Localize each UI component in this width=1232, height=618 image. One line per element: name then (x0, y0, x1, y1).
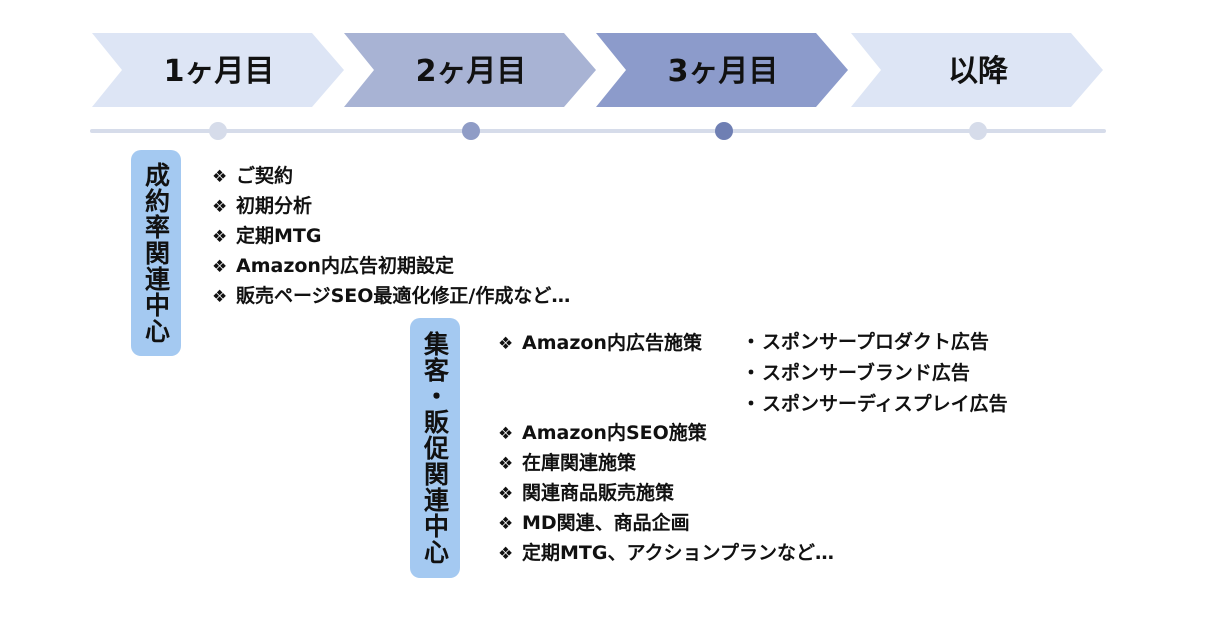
section-badge-promotion-label: 集客・販促関連中心 (420, 331, 450, 565)
timeline-dot-3 (715, 122, 733, 140)
list-item: ❖初期分析 (212, 191, 570, 221)
list-item: ❖在庫関連施策 (498, 448, 834, 478)
list-item: ❖関連商品販売施策 (498, 478, 834, 508)
list-item: ❖Amazon内広告施策 (498, 328, 834, 358)
ad-type-item: ・スポンサーディスプレイ広告 (740, 389, 1007, 420)
promotion-task-list: ❖Amazon内広告施策 ❖Amazon内SEO施策 ❖在庫関連施策 ❖関連商品… (498, 328, 834, 568)
list-item: ❖ご契約 (212, 161, 570, 191)
timeline-dot-1 (209, 122, 227, 140)
list-item: ❖定期MTG、アクションプランなど… (498, 538, 834, 568)
ad-type-item: ・スポンサープロダクト広告 (740, 327, 1008, 358)
phase-label-1: 1ヶ月目 (164, 54, 275, 89)
list-item: ❖MD関連、商品企画 (498, 508, 834, 538)
list-item: ❖定期MTG (212, 221, 570, 251)
bullet-icon: ❖ (498, 514, 514, 534)
timeline-dot-2 (462, 122, 480, 140)
bullet-icon: ❖ (498, 454, 514, 474)
list-item: ❖販売ページSEO最適化修正/作成など… (212, 281, 570, 311)
ad-type-item: ・スポンサーブランド広告 (740, 358, 1008, 389)
bullet-icon: ❖ (212, 167, 228, 187)
phase-label-4: 以降 (948, 54, 1009, 89)
dot-bullet-icon: ・ (741, 331, 761, 353)
phase-arrow-3 (596, 33, 848, 107)
ad-type-list: ・スポンサープロダクト広告 ・スポンサーブランド広告 ・スポンサーディスプレイ広… (740, 327, 1008, 420)
section-badge-conversion: 成約率関連中心 (131, 150, 181, 356)
phase-arrow-2 (344, 33, 596, 107)
dot-bullet-icon: ・ (741, 362, 761, 384)
conversion-task-list: ❖ご契約 ❖初期分析 ❖定期MTG ❖Amazon内広告初期設定 ❖販売ページS… (212, 161, 570, 311)
list-item: ❖Amazon内SEO施策 (498, 418, 834, 448)
phase-arrow-4 (851, 33, 1103, 107)
section-badge-promotion: 集客・販促関連中心 (410, 318, 460, 578)
section-badge-conversion-label: 成約率関連中心 (141, 162, 171, 344)
bullet-icon: ❖ (212, 257, 228, 277)
bullet-icon: ❖ (212, 197, 228, 217)
phase-label-3: 3ヶ月目 (668, 54, 779, 89)
bullet-icon: ❖ (498, 424, 514, 444)
bullet-icon: ❖ (498, 334, 514, 354)
list-item: ❖Amazon内広告初期設定 (212, 251, 570, 281)
bullet-icon: ❖ (498, 544, 514, 564)
phase-arrow-1 (92, 33, 344, 107)
bullet-icon: ❖ (212, 287, 228, 307)
bullet-icon: ❖ (212, 227, 228, 247)
bullet-icon: ❖ (498, 484, 514, 504)
phase-label-2: 2ヶ月目 (416, 54, 527, 89)
timeline-dot-4 (969, 122, 987, 140)
dot-bullet-icon: ・ (741, 393, 761, 415)
